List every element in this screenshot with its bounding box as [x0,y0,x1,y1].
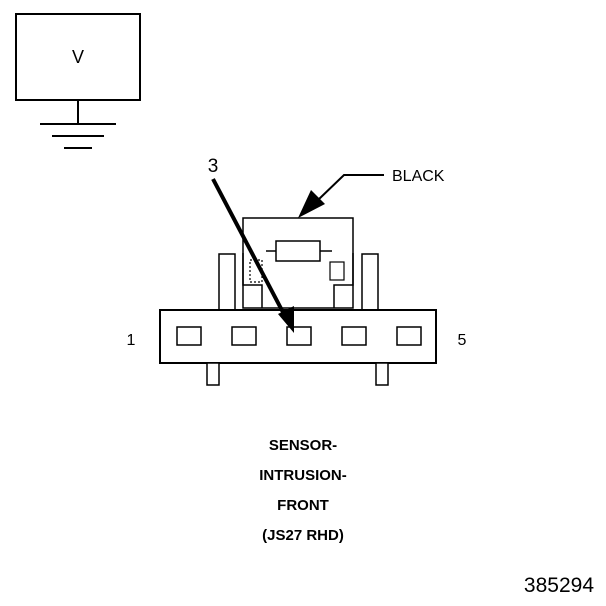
connector-cavity-4 [341,326,367,346]
terminal-probe-line [211,178,288,319]
connector-latch-right [333,253,354,308]
wire-color-arrowhead [298,190,325,218]
caption-line-2: INTRUSION- [259,467,347,484]
voltmeter-label: V [72,47,84,67]
ground-symbol [40,123,116,149]
caption-line-1: SENSOR- [268,437,338,454]
wire-color-leader [317,174,384,201]
connector-latch-left [242,253,263,308]
connector-cavity-2 [231,326,257,346]
pin-label-last: 5 [458,332,467,349]
terminal-probe: 3 [208,156,294,333]
connector-cavity-5 [396,326,422,346]
connector: 1 5 [127,217,467,386]
connector-post-left [218,253,236,311]
caption-line-4: (JS27 RHD) [262,527,344,544]
latch-right-inner [329,261,345,281]
connector-post-right [361,253,379,311]
terminal-probe-label: 3 [208,156,219,177]
pin-label-first: 1 [127,332,136,349]
connector-cavity-1 [176,326,202,346]
connector-wire-seal [275,240,321,262]
terminal-probe-arrowhead [278,306,294,333]
connector-cavity-3 [286,326,312,346]
connector-foot-left [206,362,220,386]
wire-color-label: BLACK [392,168,445,185]
connector-rear-frame [242,217,354,309]
connector-caption: SENSOR- INTRUSION- FRONT (JS27 RHD) [0,431,606,551]
voltmeter: V [15,13,141,124]
figure-id: 385294 [523,574,594,597]
connector-foot-right [375,362,389,386]
caption-line-3: FRONT [277,497,329,514]
wire-color-callout: BLACK [298,168,445,218]
